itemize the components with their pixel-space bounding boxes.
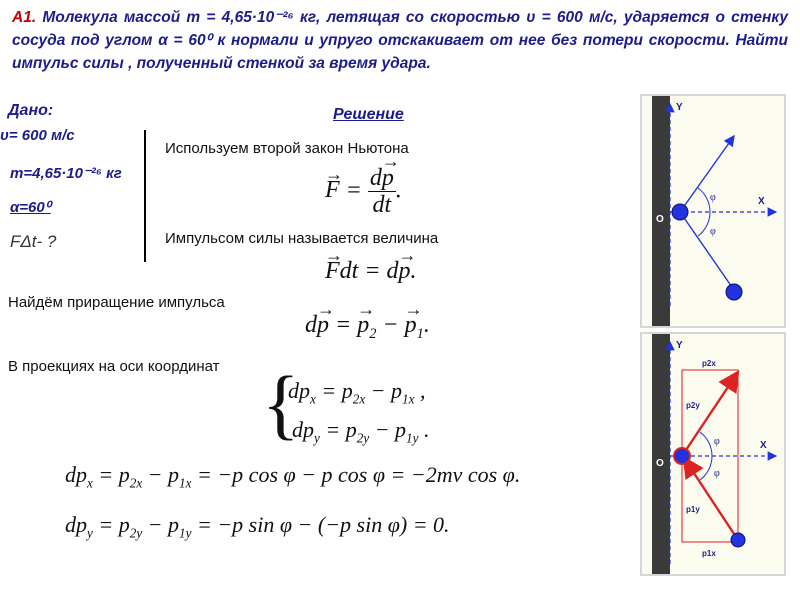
origin-label: O: [656, 458, 664, 469]
y-label: Y: [676, 340, 683, 351]
x-label: X: [758, 196, 765, 207]
formula-dpx-result: dpx = p2x − p1x = −p cos φ − p cos φ = −…: [65, 462, 521, 491]
solution-line-increment: Найдём приращение импульса: [8, 294, 225, 311]
solution-line-projections: В проекциях на оси координат: [8, 358, 220, 375]
given-mass: m=4,65·10⁻²⁶ кг: [10, 165, 122, 182]
origin-label: O: [656, 214, 664, 225]
given-angle: α=60⁰: [10, 199, 51, 216]
formula-increment: dp = p2 − p1.: [305, 299, 430, 343]
ball-incoming: [730, 532, 746, 548]
formula-projection-y: dpy = p2y − p1y .: [292, 417, 430, 446]
angle-arc: [699, 431, 713, 481]
formula-newton: F = dpdt.: [325, 151, 402, 219]
phi-label-top: φ: [710, 192, 716, 203]
phi-label-bottom: φ: [714, 468, 720, 479]
diagram-reflection-svg: Y X O φ φ: [652, 96, 778, 326]
diagram-reflection: Y X O φ φ: [640, 94, 786, 328]
given-divider: [144, 130, 146, 262]
problem-statement: А1. Молекула массой m = 4,65·10⁻²⁶ кг, л…: [12, 6, 788, 75]
y-label: Y: [676, 102, 683, 113]
phi-label-bottom: φ: [710, 226, 716, 237]
solution-line-newton: Используем второй закон Ньютона: [165, 140, 409, 157]
p1y-label: p1y: [686, 505, 700, 514]
p2-vector: [681, 370, 740, 457]
p2x-label: p2x: [702, 359, 716, 368]
angle-arc: [697, 187, 711, 237]
problem-number: А1.: [12, 9, 37, 26]
formula-dpy-result: dpy = p2y − p1y = −p sin φ − (−p sin φ) …: [65, 512, 450, 541]
ball-incoming: [725, 283, 743, 301]
ball-at-wall: [671, 203, 689, 221]
given-title: Дано:: [8, 102, 54, 119]
solution-line-impulse: Импульсом силы называется величина: [165, 230, 439, 247]
system-brace: {: [262, 360, 300, 447]
solution-title: Решение: [333, 106, 404, 123]
incident-path: [679, 211, 735, 291]
p1-vector: [682, 455, 740, 541]
formula-projection-x: dpx = p2x − p1x ,: [288, 378, 426, 407]
p2y-label: p2y: [686, 401, 700, 410]
wall: [652, 96, 670, 326]
phi-label-top: φ: [714, 436, 720, 447]
ball-at-wall: [673, 447, 691, 465]
rebound-path: [679, 134, 735, 213]
x-label: X: [760, 440, 767, 451]
p1x-label: p1x: [702, 549, 716, 558]
wall: [652, 334, 670, 574]
find-quantity: FΔt- ?: [10, 232, 57, 251]
formula-impulse: Fdt = dp.: [325, 245, 417, 285]
diagram-momentum-svg: Y X O φ φ p2x p2y p1y p1x: [652, 334, 778, 574]
diagram-momentum: Y X O φ φ p2x p2y p1y p1x: [640, 332, 786, 576]
problem-text: Молекула массой m = 4,65·10⁻²⁶ кг, летящ…: [12, 9, 789, 72]
given-velocity: υ= 600 м/с: [0, 127, 75, 144]
